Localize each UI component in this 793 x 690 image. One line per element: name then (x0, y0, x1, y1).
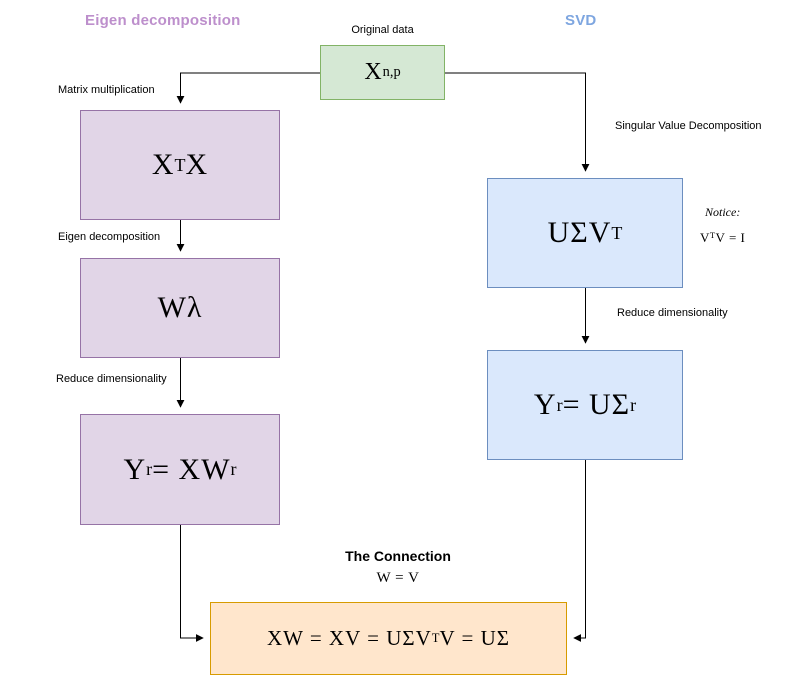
title-svd: SVD (565, 12, 597, 29)
box-w-lambda: Wλ (80, 258, 280, 358)
formula-vtv-equals-i: VTV = I (700, 230, 746, 246)
label-reduce-dimensionality-right: Reduce dimensionality (617, 307, 728, 319)
arrow-original-to-usvt (445, 72, 590, 172)
connection-subtitle: W = V (376, 570, 420, 586)
arrow-yrus-to-connection (573, 460, 586, 642)
label-reduce-dimensionality-left: Reduce dimensionality (56, 373, 167, 385)
label-notice: Notice: (705, 205, 741, 219)
arrow-original-to-xtx (176, 72, 320, 104)
connection-title: The Connection (345, 548, 451, 564)
label-singular-value-decomposition: Singular Value Decomposition (615, 120, 762, 132)
title-eigen-decomposition: Eigen decomposition (85, 12, 241, 29)
label-matrix-multiplication: Matrix multiplication (58, 84, 155, 96)
label-eigen-decomposition: Eigen decomposition (58, 231, 161, 243)
arrow-yr-to-connection (180, 525, 204, 642)
label-original-data: Original data (351, 24, 414, 36)
